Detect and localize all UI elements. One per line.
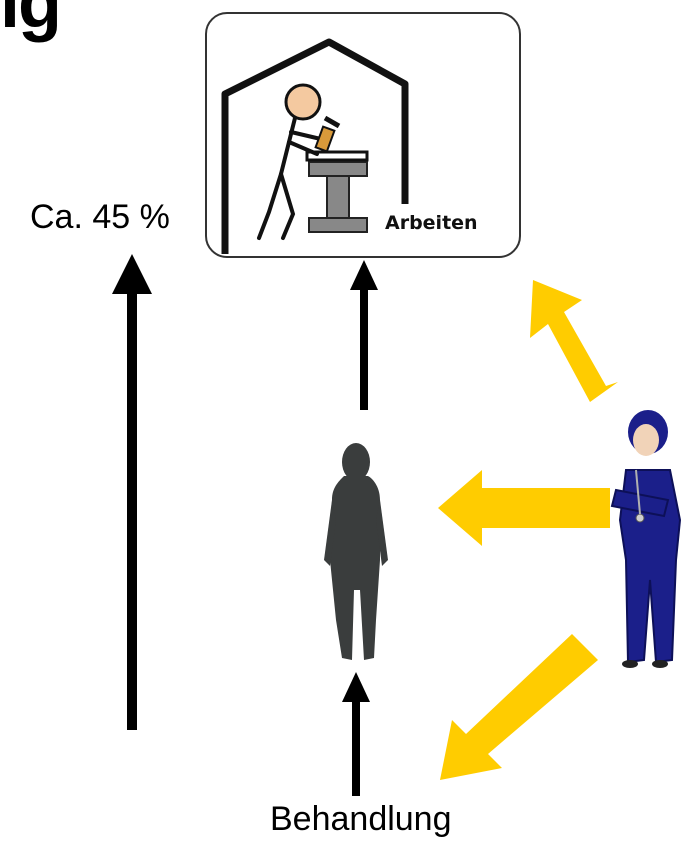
person-silhouette-icon bbox=[324, 443, 388, 660]
page-title-fragment: ig bbox=[0, 0, 62, 43]
yellow-arrow-to-person bbox=[438, 470, 610, 546]
yellow-arrow-to-work bbox=[530, 280, 618, 402]
worker-pictogram-icon bbox=[221, 38, 409, 254]
treatment-to-person-arrow bbox=[342, 672, 370, 796]
work-pictogram-card: Arbeiten bbox=[205, 12, 521, 258]
work-label: Arbeiten bbox=[385, 212, 478, 234]
person-to-work-arrow bbox=[350, 260, 378, 410]
yellow-arrow-to-treatment bbox=[440, 634, 598, 780]
nurse-icon bbox=[610, 410, 682, 668]
treatment-label: Behandlung bbox=[270, 800, 452, 838]
long-up-arrow bbox=[112, 254, 152, 730]
percentage-label: Ca. 45 % bbox=[30, 198, 170, 236]
